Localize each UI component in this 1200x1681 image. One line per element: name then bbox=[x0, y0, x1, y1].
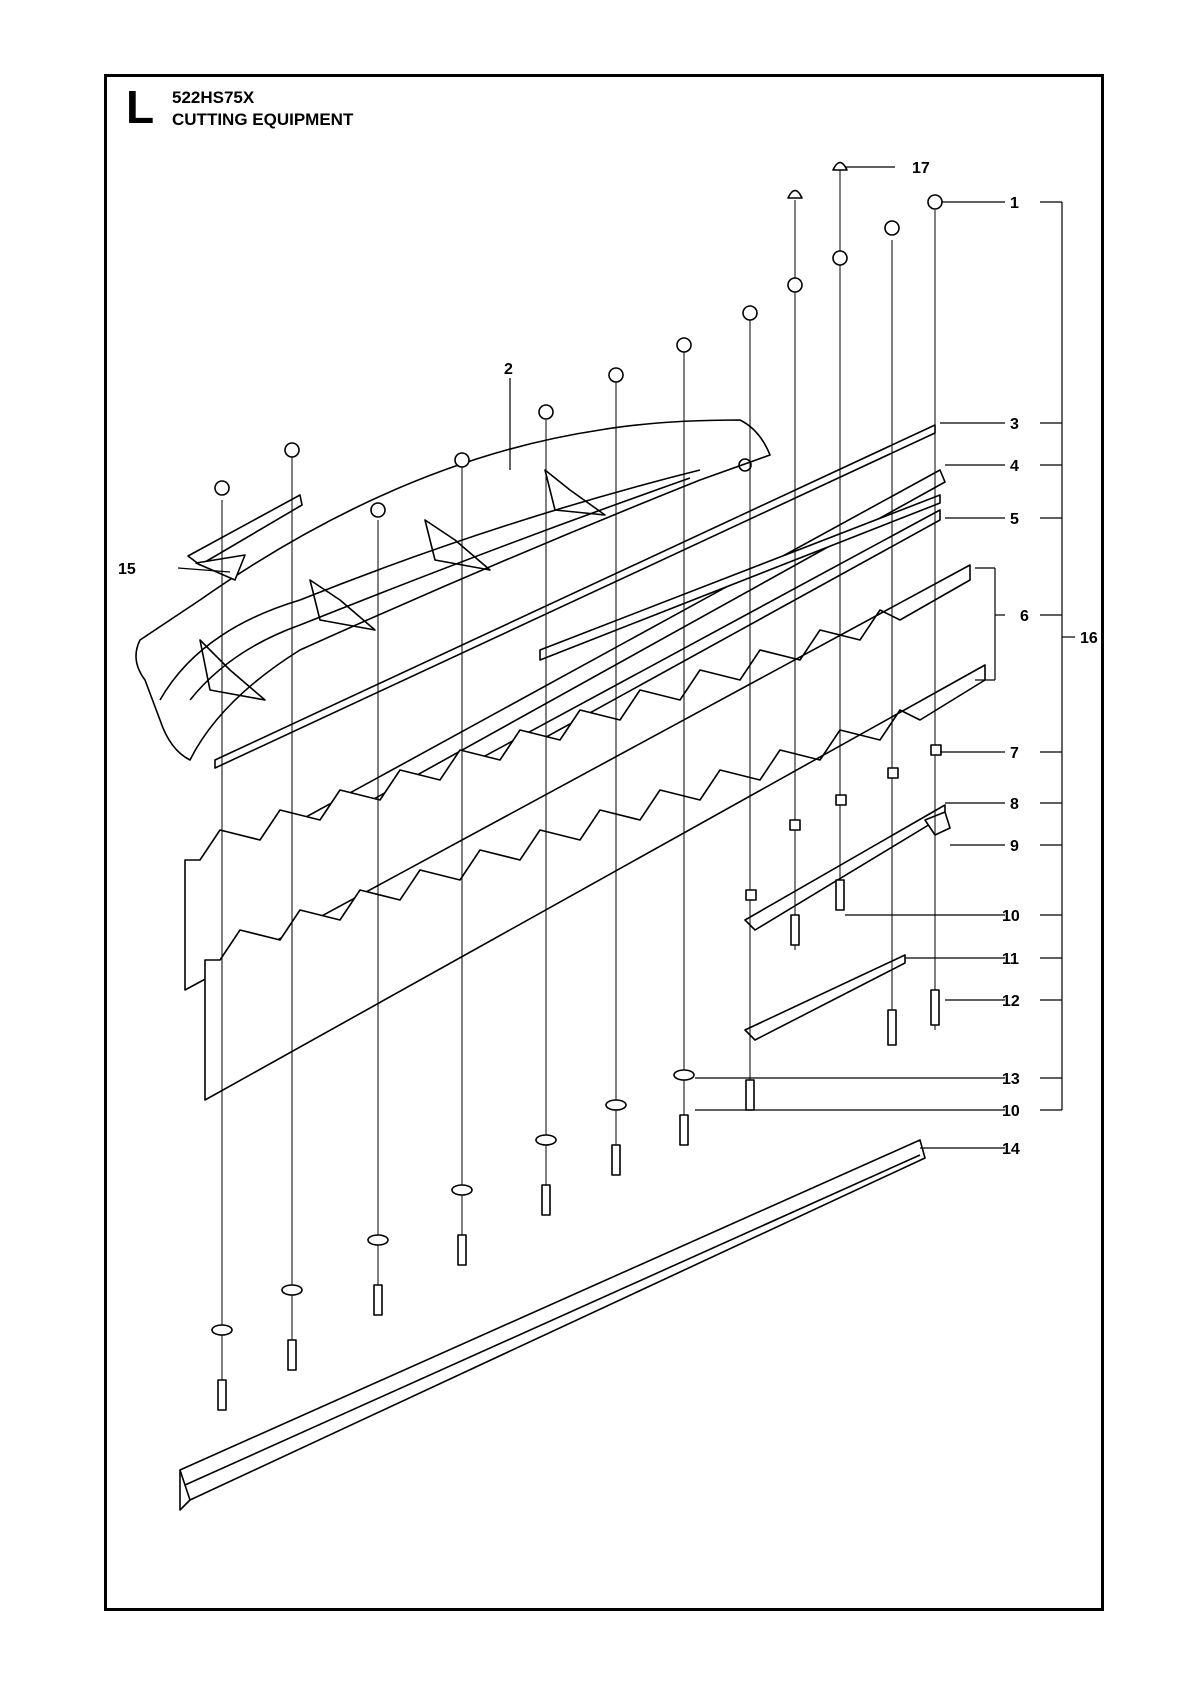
diagram-frame bbox=[104, 74, 1104, 1611]
callout-6: 6 bbox=[1020, 608, 1029, 625]
deflector-plate bbox=[187, 494, 303, 581]
callout-16: 16 bbox=[1080, 630, 1098, 647]
callout-10-upper: 10 bbox=[1002, 908, 1020, 925]
callout-8: 8 bbox=[1010, 796, 1019, 813]
callout-11: 11 bbox=[1002, 951, 1019, 968]
clip bbox=[924, 811, 951, 836]
callout-10-lower: 10 bbox=[1002, 1103, 1020, 1120]
callout-2: 2 bbox=[504, 361, 513, 378]
callout-13: 13 bbox=[1002, 1071, 1020, 1088]
section-title: CUTTING EQUIPMENT bbox=[172, 110, 354, 129]
section-letter: L bbox=[126, 81, 155, 133]
callout-1: 1 bbox=[1010, 195, 1019, 212]
blade-guard bbox=[135, 419, 771, 761]
callout-4: 4 bbox=[1010, 458, 1019, 475]
callout-12: 12 bbox=[1002, 993, 1020, 1010]
upper-blade bbox=[184, 564, 971, 991]
cutting-rail bbox=[179, 1139, 926, 1511]
small-plate bbox=[744, 804, 946, 931]
callout-5: 5 bbox=[1010, 511, 1019, 528]
callout-15: 15 bbox=[118, 561, 136, 578]
model-number: 522HS75X bbox=[172, 88, 255, 107]
slot-plate bbox=[744, 954, 906, 1041]
callout-7: 7 bbox=[1010, 745, 1019, 762]
lower-blade bbox=[204, 664, 986, 1101]
callout-14: 14 bbox=[1002, 1141, 1020, 1158]
callout-17: 17 bbox=[912, 160, 930, 177]
callout-3: 3 bbox=[1010, 416, 1019, 433]
callout-9: 9 bbox=[1010, 838, 1019, 855]
